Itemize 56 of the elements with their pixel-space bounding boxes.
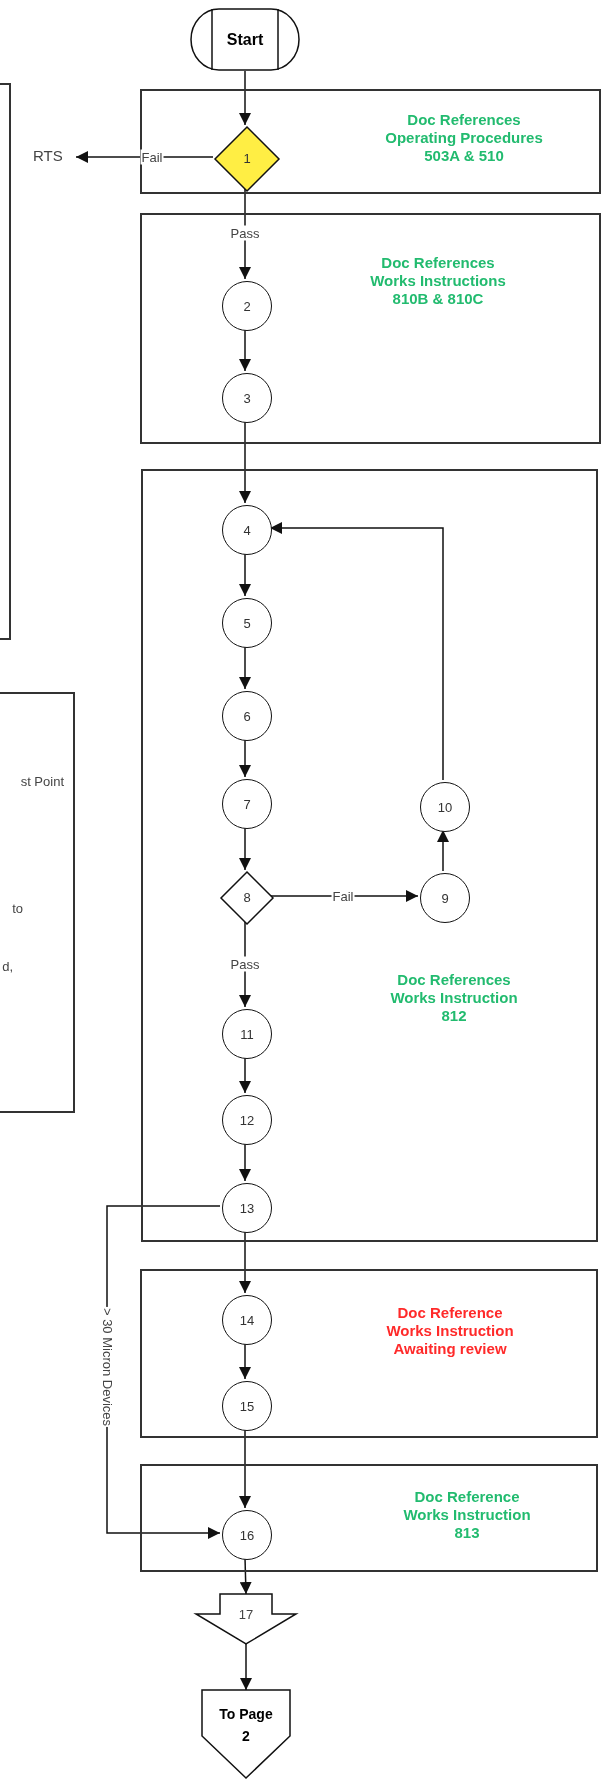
note-box [0, 692, 75, 1113]
step-number: 7 [243, 797, 251, 811]
step-number: 11 [240, 1027, 254, 1041]
note-text: to [11, 901, 24, 916]
step-number: 5 [243, 616, 251, 630]
step-number: 16 [239, 1528, 255, 1542]
edge-label: Pass [229, 956, 261, 972]
step-circle [222, 1009, 272, 1059]
swimlane-band [140, 89, 601, 194]
step-number: 1 [243, 150, 251, 168]
doc-reference-text: Doc References Works Instruction 812 [389, 971, 519, 1025]
step-number: 9 [441, 891, 449, 905]
arrow [239, 70, 251, 126]
note-text: st Point [19, 774, 65, 789]
step-circle [420, 873, 470, 923]
arrow [75, 151, 214, 163]
step-circle [222, 505, 272, 555]
step-number: 15 [239, 1399, 255, 1413]
step-number: 6 [243, 709, 251, 723]
start-label: Start [226, 29, 264, 50]
step-number: 17 [238, 1606, 254, 1624]
step-number: 2 [243, 299, 251, 313]
swimlane-band [140, 1464, 598, 1572]
swimlane-band [141, 469, 598, 1242]
step-number: 13 [239, 1201, 255, 1215]
step-circle [222, 779, 272, 829]
step-number: 10 [437, 800, 453, 814]
step-number: 3 [243, 391, 251, 405]
step-circle [222, 691, 272, 741]
step-circle [222, 373, 272, 423]
step-circle [222, 1095, 272, 1145]
edge-label: Pass [229, 225, 261, 241]
doc-reference-text: Doc References Operating Procedures 503A & 510 [384, 111, 544, 165]
step-number: 14 [239, 1313, 255, 1327]
note-text: d, [1, 959, 14, 974]
step-number: 4 [243, 523, 251, 537]
step-circle [420, 782, 470, 832]
doc-reference-text: Doc Reference Works Instruction 813 [402, 1488, 532, 1542]
swimlane-band [140, 213, 601, 444]
doc-reference-text: Doc Reference Works Instruction Awaiting review [385, 1304, 515, 1358]
connector-label: To Page 2 [219, 1705, 273, 1746]
doc-reference-text: Doc References Works Instructions 810B & 810C [369, 254, 507, 308]
swimlane-band [140, 1269, 598, 1438]
step-circle [222, 598, 272, 648]
arrow [270, 890, 419, 902]
terminal-label: RTS [32, 148, 64, 163]
step-circle [222, 1381, 272, 1431]
step-number: 12 [239, 1113, 255, 1127]
step-circle [222, 1510, 272, 1560]
step-number: 8 [243, 889, 251, 907]
step-circle [222, 281, 272, 331]
step-circle [222, 1295, 272, 1345]
note-box [0, 83, 11, 640]
arrow [240, 1643, 252, 1691]
edge-label: Fail [140, 149, 164, 165]
step-circle [222, 1183, 272, 1233]
